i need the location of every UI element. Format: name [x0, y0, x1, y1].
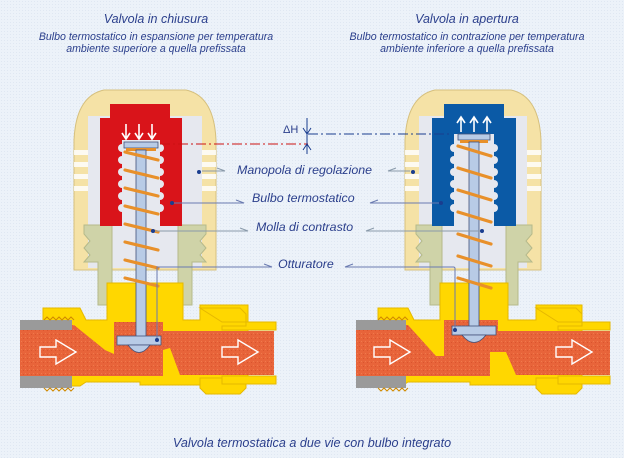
- right-water-flow: [356, 320, 610, 376]
- left-expansion-arrows: [121, 124, 157, 141]
- right-plug: [451, 325, 497, 336]
- right-valve: [356, 89, 611, 395]
- right-contraction-arrows: [456, 115, 492, 132]
- knob-label: Manopola di regolazione: [237, 163, 373, 177]
- left-spring: [123, 150, 160, 288]
- callout-lines: [152, 118, 483, 340]
- right-bonnet: [414, 224, 443, 306]
- right-outlet-arrow: [555, 338, 594, 366]
- caption: Valvola termostatica a due vie con bulbo…: [172, 436, 452, 450]
- left-subtitle-line1: Bulbo termostatico in espansione per tem…: [38, 31, 274, 43]
- right-spring: [456, 144, 493, 290]
- left-subtitle-line2: ambiente superiore a quella prefissata: [66, 43, 246, 55]
- right-subtitle-line1: Bulbo termostatico in contrazione per te…: [349, 31, 585, 43]
- right-subtitle-line2: ambiente inferiore a quella prefissata: [380, 43, 554, 55]
- left-valve: [20, 89, 277, 395]
- bulb-label: Bulbo termostatico: [252, 191, 355, 205]
- delta-h-label: ΔH: [283, 124, 299, 136]
- spring-label: Molla di contrasto: [256, 220, 354, 234]
- right-inlet-arrow: [373, 338, 412, 366]
- left-plug: [116, 335, 162, 346]
- plug-label: Otturatore: [278, 257, 334, 271]
- left-bonnet: [82, 224, 113, 306]
- left-inlet-arrow: [39, 338, 78, 366]
- left-title: Valvola in chiusura: [103, 12, 209, 26]
- left-outlet-arrow: [221, 338, 260, 366]
- right-title: Valvola in apertura: [415, 12, 519, 26]
